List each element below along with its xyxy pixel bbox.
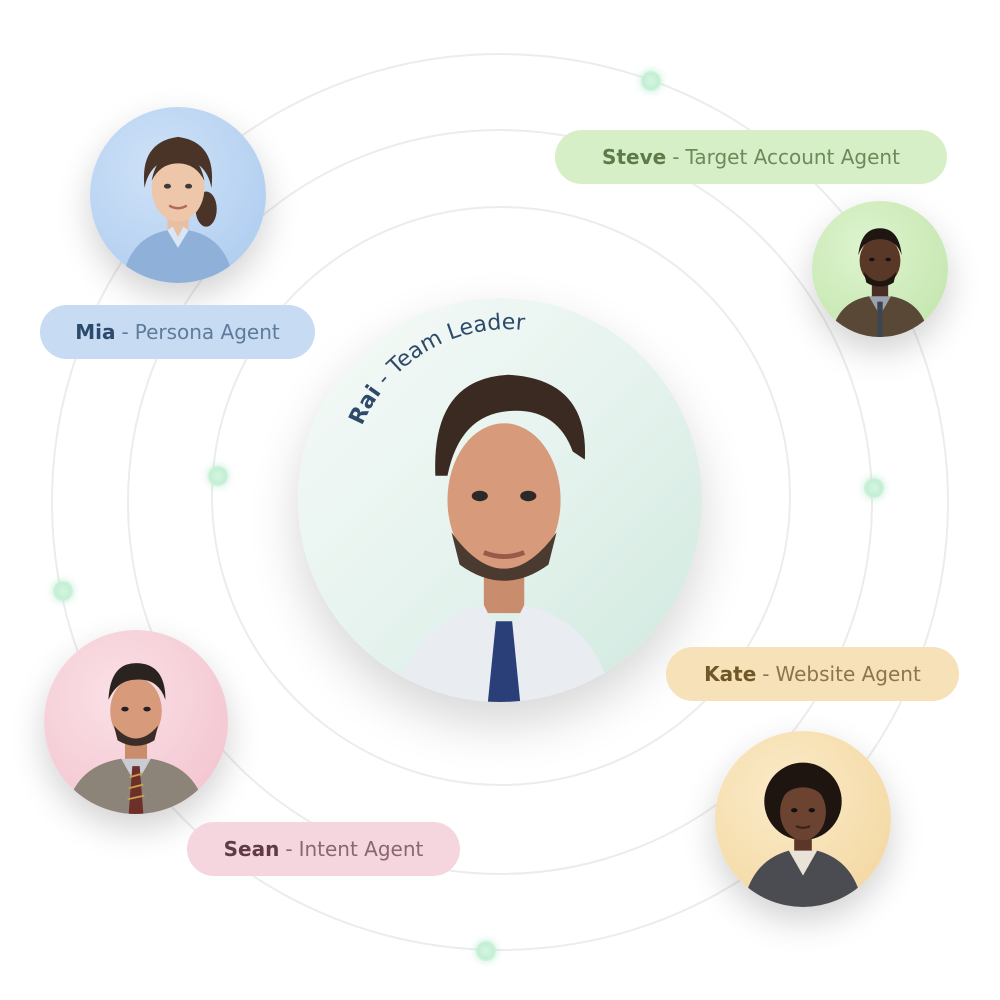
man-portrait-icon <box>66 663 206 814</box>
rai-avatar <box>298 298 702 702</box>
agent-name: Kate <box>704 662 757 686</box>
agent-role: Intent Agent <box>298 837 424 861</box>
kate-avatar <box>715 731 891 907</box>
agent-name: Sean <box>223 837 280 861</box>
orbit-dot <box>864 478 884 498</box>
agent-separator: - <box>121 320 129 344</box>
steve-name-pill: Steve-Target Account Agent <box>555 130 947 184</box>
agent-role: Persona Agent <box>134 320 280 344</box>
agent-role: Target Account Agent <box>685 145 900 169</box>
agent-separator: - <box>285 837 293 861</box>
man-portrait-icon <box>394 374 614 702</box>
sean-avatar <box>44 630 228 814</box>
man-portrait-icon <box>831 228 929 337</box>
woman-portrait-icon <box>743 762 863 907</box>
mia-avatar <box>90 107 266 283</box>
mia-name-pill: Mia-Persona Agent <box>40 305 315 359</box>
agent-name: Steve <box>602 145 667 169</box>
orbit-ring-inner <box>211 206 791 786</box>
orbit-dot <box>476 941 496 961</box>
steve-avatar <box>812 201 948 337</box>
orbit-ring-middle <box>127 129 873 875</box>
orbit-dot <box>641 71 661 91</box>
orbit-dot <box>208 466 228 486</box>
kate-name-pill: Kate-Website Agent <box>666 647 959 701</box>
agent-role: Website Agent <box>775 662 921 686</box>
orbit-dot <box>53 581 73 601</box>
woman-portrait-icon <box>121 136 235 283</box>
orbit-ring-outer <box>51 53 949 951</box>
agent-separator: - <box>762 662 770 686</box>
agent-separator: - <box>672 145 680 169</box>
agent-name: Mia <box>75 320 116 344</box>
sean-name-pill: Sean-Intent Agent <box>187 822 460 876</box>
team-leader-curved-title: Rai - Team Leader <box>345 310 527 428</box>
team-leader-role: Team Leader <box>382 310 527 380</box>
team-leader-title-text: Rai - Team Leader <box>345 310 527 428</box>
